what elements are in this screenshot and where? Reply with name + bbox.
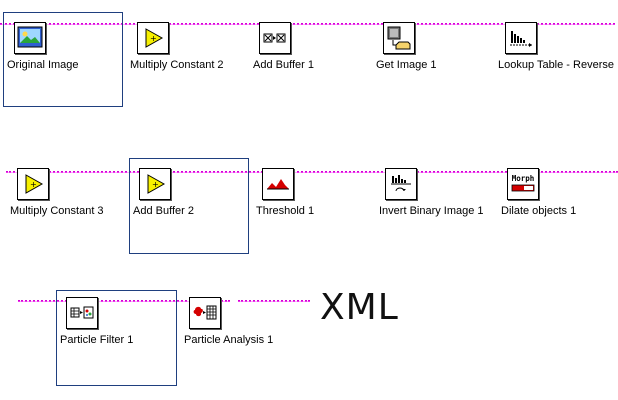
node-add-buffer-2[interactable]: + Add Buffer 2 [133,168,263,228]
multiply-constant-icon: + [137,22,169,54]
node-label: Add Buffer 2 [133,205,194,217]
lookup-table-icon [505,22,537,54]
invert-binary-icon [385,168,417,200]
pipeline-wire-row-3-right [238,300,310,302]
pipeline-wire-row-2 [6,171,618,173]
pipeline-wire-row-1 [0,23,615,25]
svg-text:+: + [152,180,159,189]
node-particle-analysis-1[interactable]: Particle Analysis 1 [184,297,314,357]
morph-icon: Morph [507,168,539,200]
node-label: Particle Filter 1 [60,334,134,346]
threshold-icon [262,168,294,200]
node-label: Threshold 1 [256,205,315,217]
node-label: Multiply Constant 3 [10,205,104,217]
node-label: Dilate objects 1 [501,205,577,217]
node-label: Invert Binary Image 1 [379,205,484,217]
node-label: Add Buffer 1 [253,59,314,71]
node-threshold-1[interactable]: Threshold 1 [256,168,386,228]
multiply-constant-icon: + [17,168,49,200]
node-add-buffer-1[interactable]: Add Buffer 1 [253,20,383,80]
node-label: Original Image [7,59,79,71]
particle-analysis-icon [189,297,221,329]
node-label: Lookup Table - Reverse [498,59,614,71]
selection-box-add-buffer-2 [129,158,249,254]
selection-box-original-image [3,12,123,107]
node-get-image-1[interactable]: Get Image 1 [376,20,506,80]
node-particle-filter-1[interactable]: Particle Filter 1 [60,297,190,357]
node-lookup-table-reverse[interactable]: Lookup Table - Reverse [498,20,618,80]
node-invert-binary-image-1[interactable]: Invert Binary Image 1 [379,168,509,228]
particle-filter-icon [66,297,98,329]
svg-text:+: + [30,180,37,189]
node-label: Multiply Constant 2 [130,59,224,71]
selection-box-particle-filter [56,290,177,386]
node-dilate-objects-1[interactable]: Morph Dilate objects 1 [501,168,618,228]
pipeline-wire-row-3-left [18,300,230,302]
svg-text:+: + [150,34,157,43]
morph-icon-text: Morph [512,174,535,183]
node-label: Get Image 1 [376,59,437,71]
node-multiply-constant-2[interactable]: + Multiply Constant 2 [130,20,260,80]
xml-label: XML [320,287,399,328]
node-multiply-constant-3[interactable]: + Multiply Constant 3 [10,168,140,228]
node-label: Particle Analysis 1 [184,334,274,346]
multiply-constant-icon: + [139,168,171,200]
image-icon [14,22,46,54]
get-image-icon [383,22,415,54]
node-original-image[interactable]: Original Image [7,20,140,80]
add-buffer-icon [259,22,291,54]
